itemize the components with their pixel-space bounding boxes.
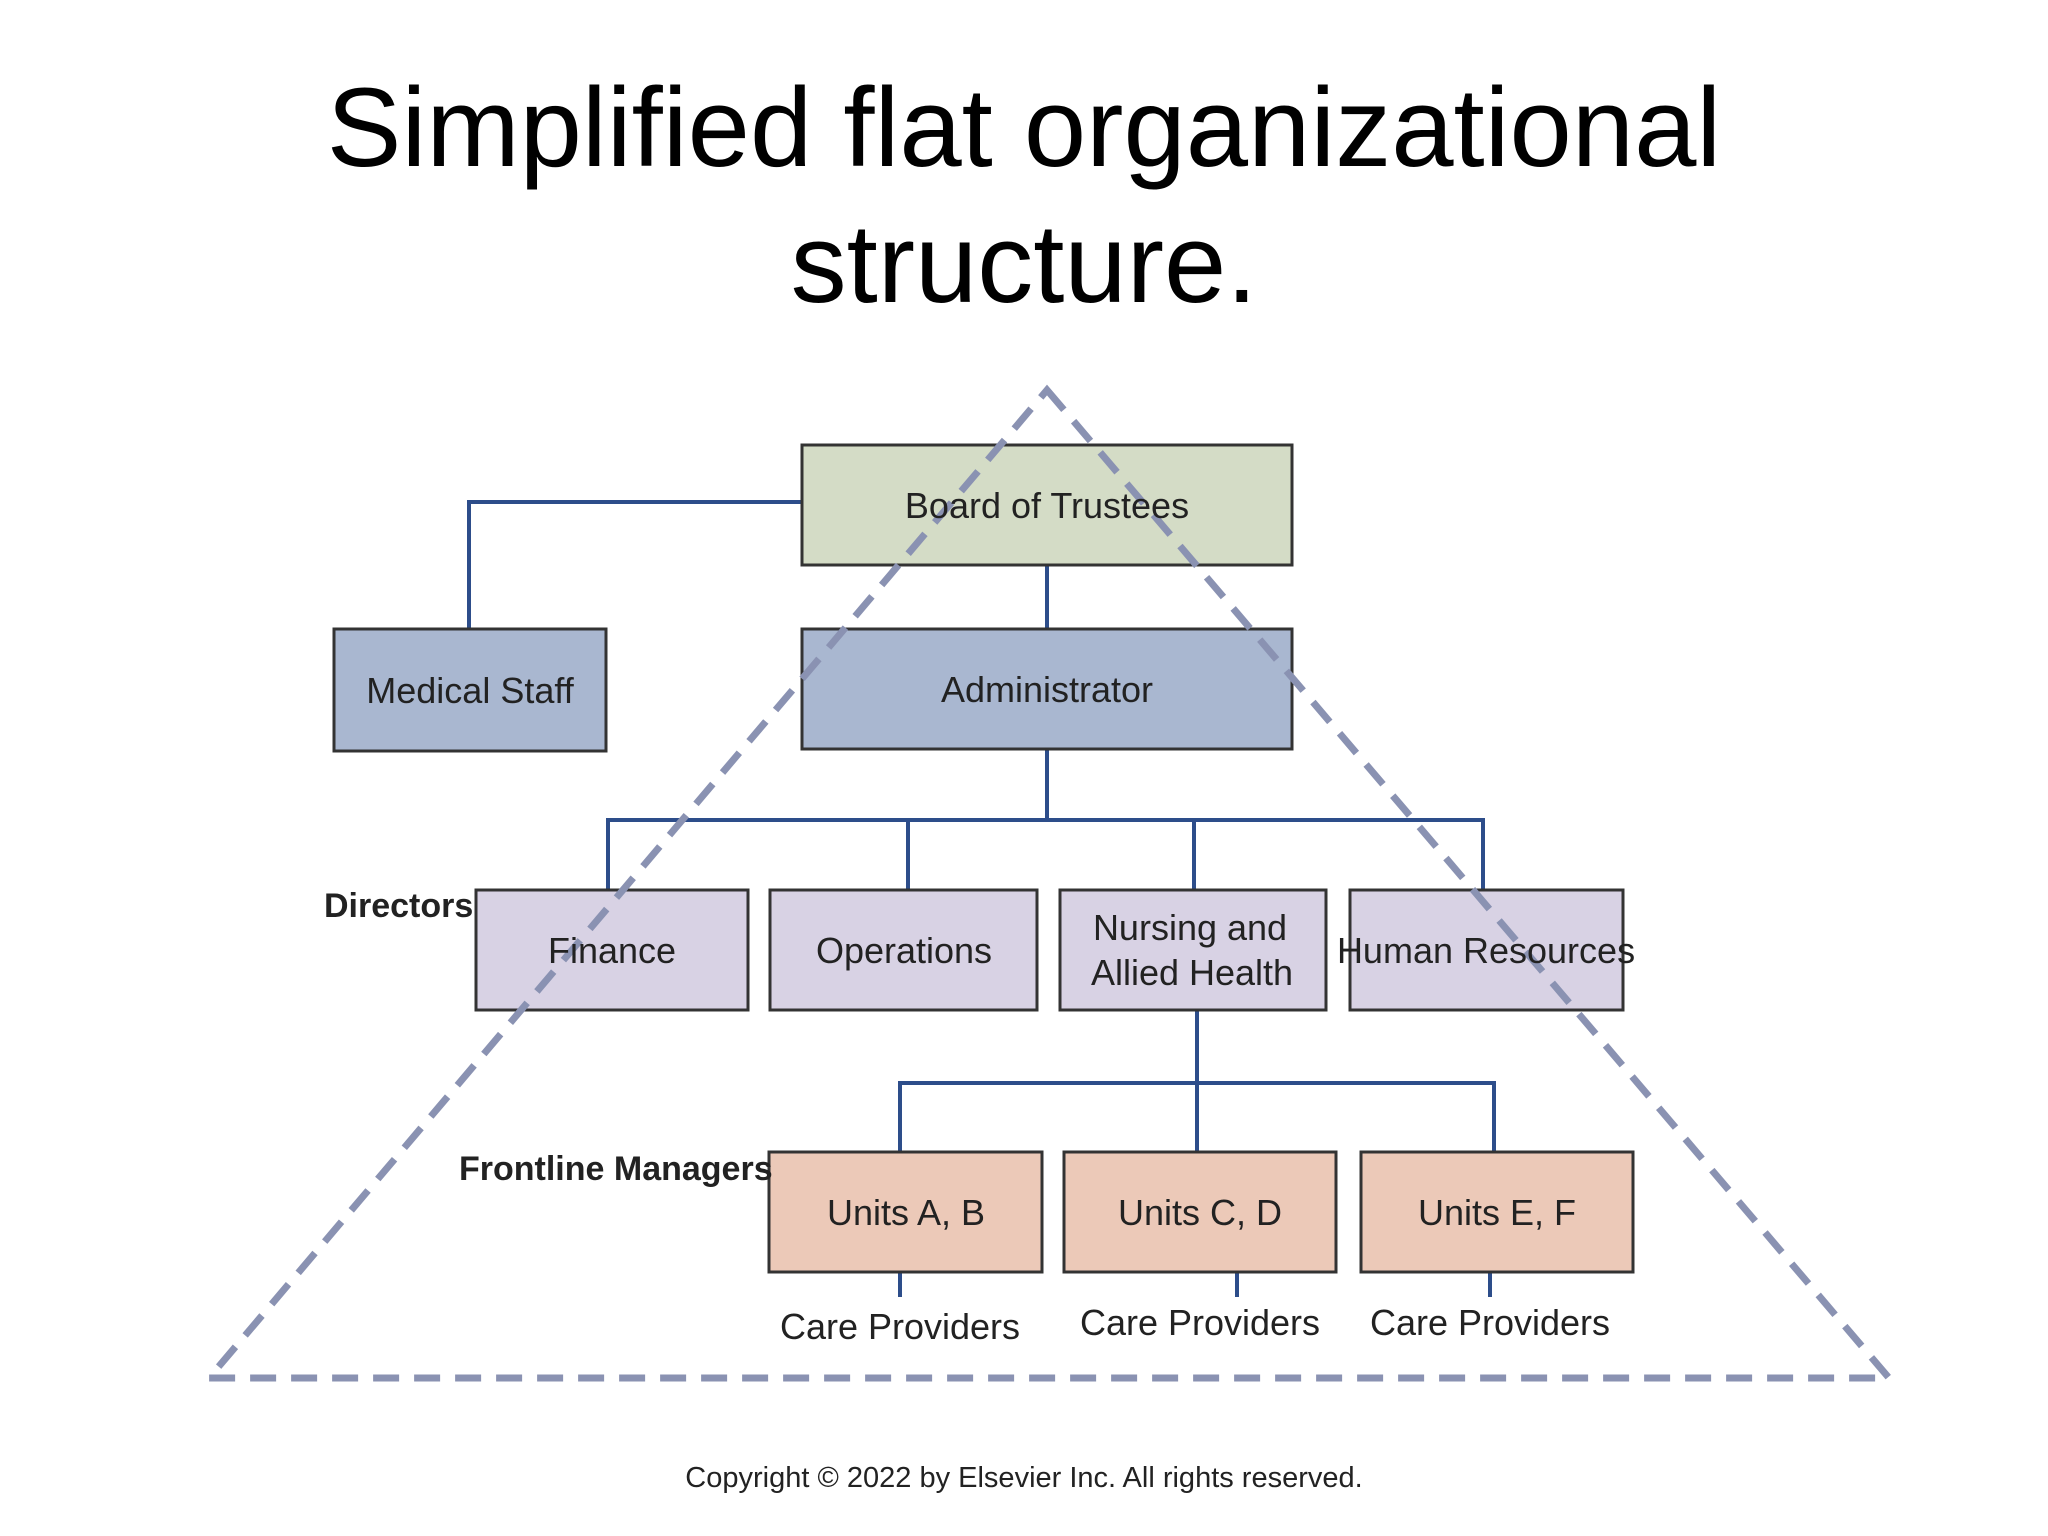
units-cd-box bbox=[1062, 1150, 1338, 1274]
connector-lines bbox=[467, 500, 1496, 1297]
medical-staff-label: Medical Staff bbox=[366, 670, 574, 711]
connector-board-medical bbox=[467, 500, 804, 629]
pyramid-outline bbox=[201, 384, 1897, 1382]
finance-label: Finance bbox=[548, 930, 676, 971]
slide-title-line-1: Simplified flat organizational bbox=[326, 65, 1722, 190]
nursing-box bbox=[1058, 888, 1328, 1012]
nursing-label-line-2: Allied Health bbox=[1091, 952, 1293, 993]
operations-label: Operations bbox=[816, 930, 992, 971]
human-resources-label: Human Resources bbox=[1337, 930, 1635, 971]
care-providers-cd: Care Providers bbox=[1080, 1302, 1320, 1343]
administrator-label: Administrator bbox=[941, 669, 1153, 710]
frontline-managers-level-label: Frontline Managers bbox=[459, 1150, 773, 1188]
units-cd-label: Units C, D bbox=[1118, 1192, 1282, 1233]
board-label: Board of Trustees bbox=[905, 485, 1189, 526]
units-ab-label: Units A, B bbox=[827, 1192, 985, 1233]
board-box bbox=[800, 443, 1294, 567]
care-providers-ab: Care Providers bbox=[780, 1306, 1020, 1347]
operations-box bbox=[768, 888, 1039, 1012]
units-ef-label: Units E, F bbox=[1418, 1192, 1576, 1233]
slide-title: Simplified flat organizational structure… bbox=[0, 60, 2048, 332]
directors-level-label: Directors bbox=[324, 887, 473, 925]
slide-title-line-2: structure. bbox=[790, 201, 1258, 326]
care-providers-ef: Care Providers bbox=[1370, 1302, 1610, 1343]
medical-staff-box bbox=[332, 627, 608, 753]
administrator-box bbox=[800, 627, 1294, 751]
finance-box bbox=[474, 888, 750, 1012]
copyright-notice: Copyright © 2022 by Elsevier Inc. All ri… bbox=[685, 1462, 1363, 1494]
units-ef-box bbox=[1359, 1150, 1635, 1274]
nursing-label-line-1: Nursing and bbox=[1093, 907, 1287, 948]
units-ab-box bbox=[767, 1150, 1044, 1274]
